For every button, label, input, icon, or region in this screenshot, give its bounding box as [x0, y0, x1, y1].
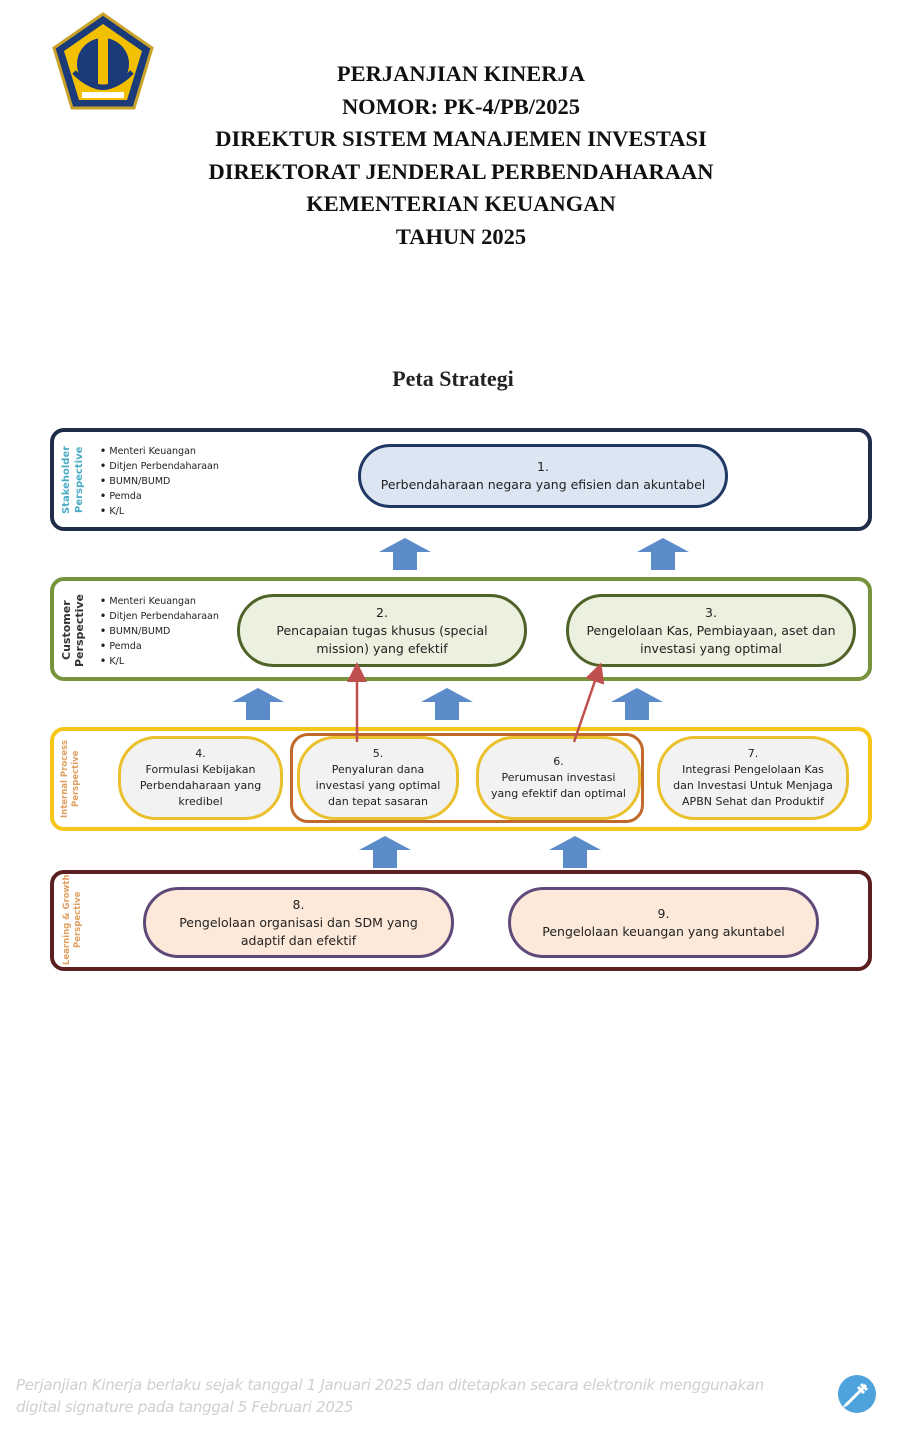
- kementerian-keuangan-logo: [52, 12, 154, 110]
- objective-group-frame: [290, 733, 644, 823]
- list-item: Pemda: [100, 639, 219, 654]
- objective-1: 1.Perbendaharaan negara yang efisien dan…: [358, 444, 728, 508]
- list-item: K/L: [100, 504, 219, 519]
- list-item: BUMN/BUMD: [100, 624, 219, 639]
- objective-9: 9.Pengelolaan keuangan yang akuntabel: [508, 887, 819, 958]
- up-arrow-icon: [379, 538, 431, 570]
- objective-8: 8.Pengelolaan organisasi dan SDM yang ad…: [143, 887, 454, 958]
- up-arrow-icon: [421, 688, 473, 720]
- objective-2: 2.Pencapaian tugas khusus (special missi…: [237, 594, 527, 667]
- footer-note: Perjanjian Kinerja berlaku sejak tanggal…: [16, 1376, 764, 1416]
- customer-list: Menteri Keuangan Ditjen Perbendaharaan B…: [100, 594, 219, 669]
- title-line: DIREKTORAT JENDERAL PERBENDAHARAAN: [208, 158, 714, 184]
- title-line: NOMOR: PK-4/PB/2025: [341, 93, 581, 119]
- objective-7: 7.Integrasi Pengelolaan Kas dan Investas…: [657, 736, 849, 820]
- objective-4: 4.Formulasi Kebijakan Perbendaharaan yan…: [118, 736, 283, 820]
- document-title: PERJANJIAN KINERJA NOMOR: PK-4/PB/2025 D…: [0, 58, 902, 254]
- title-line: KEMENTERIAN KEUANGAN: [306, 191, 616, 217]
- up-arrow-icon: [549, 836, 601, 868]
- list-item: Menteri Keuangan: [100, 594, 219, 609]
- title-line: PERJANJIAN KINERJA: [336, 61, 586, 86]
- digital-signature-pen-icon: [838, 1375, 876, 1413]
- objective-3: 3.Pengelolaan Kas, Pembiayaan, aset dan …: [566, 594, 856, 667]
- list-item: Ditjen Perbendaharaan: [100, 609, 219, 624]
- up-arrow-icon: [637, 538, 689, 570]
- stakeholder-list: Menteri Keuangan Ditjen Perbendaharaan B…: [100, 444, 219, 519]
- up-arrow-icon: [232, 688, 284, 720]
- objective-6: 6.Perumusan investasi yang efektif dan o…: [476, 736, 641, 820]
- list-item: Pemda: [100, 489, 219, 504]
- list-item: K/L: [100, 654, 219, 669]
- list-item: Menteri Keuangan: [100, 444, 219, 459]
- title-line: TAHUN 2025: [395, 223, 527, 249]
- up-arrow-icon: [359, 836, 411, 868]
- objective-5: 5.Penyaluran dana investasi yang optimal…: [297, 736, 459, 820]
- title-line: DIREKTUR SISTEM MANAJEMEN INVESTASI: [215, 126, 707, 152]
- strategy-map-title: Peta Strategi: [392, 366, 514, 391]
- list-item: BUMN/BUMD: [100, 474, 219, 489]
- up-arrow-icon: [611, 688, 663, 720]
- list-item: Ditjen Perbendaharaan: [100, 459, 219, 474]
